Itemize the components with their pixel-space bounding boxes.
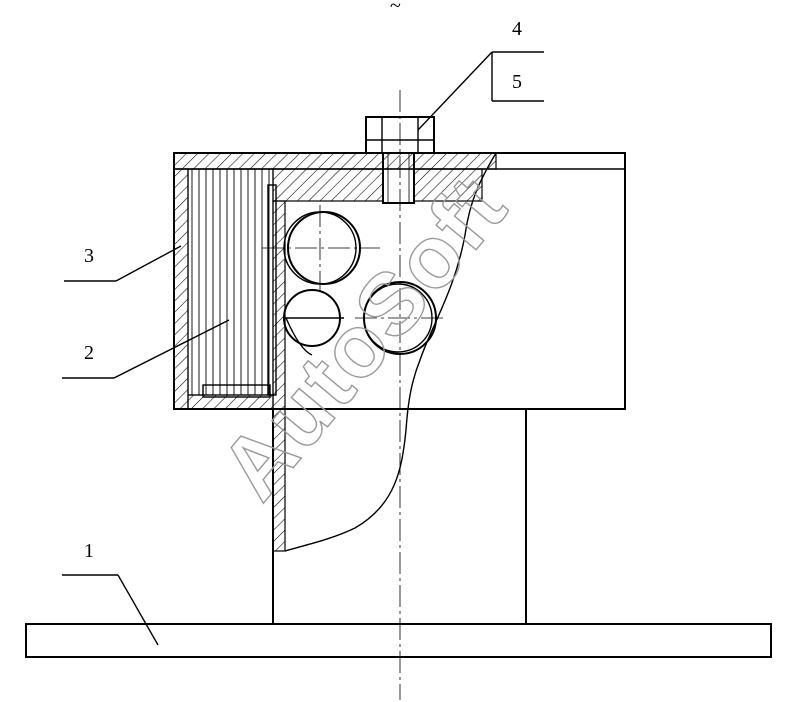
label-part-1: 1 [84, 540, 94, 562]
roller-lower-left [283, 289, 344, 356]
break-line [284, 152, 497, 552]
bolt-shank [382, 152, 415, 204]
label-part-2: 2 [84, 342, 94, 364]
label-part-5: 5 [512, 71, 522, 93]
label-part-3: 3 [84, 245, 94, 267]
lamination-stack [187, 168, 277, 398]
top-cover-section [173, 152, 497, 202]
centre-lines [262, 90, 445, 700]
label-part-4: 4 [512, 18, 522, 40]
leader-lines [62, 51, 544, 646]
base-plate [25, 623, 772, 658]
top-mark: ~ [390, 0, 401, 17]
